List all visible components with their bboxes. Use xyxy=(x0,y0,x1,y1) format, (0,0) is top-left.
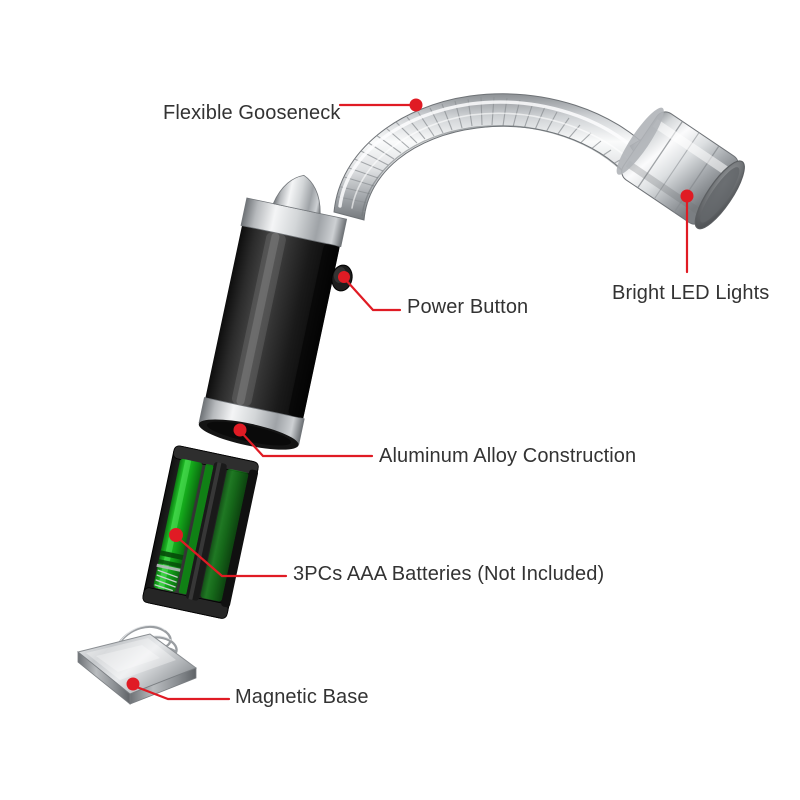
callout-label-power: Power Button xyxy=(407,296,529,318)
callout-label-battery: 3PCs AAA Batteries (Not Included) xyxy=(293,563,605,585)
leader-line-power xyxy=(343,277,402,312)
callout-marker-power xyxy=(338,271,350,283)
led-head xyxy=(616,107,745,230)
battery-holder xyxy=(142,445,259,619)
callout-leaders xyxy=(132,103,689,701)
magnetic-base xyxy=(76,625,198,705)
callout-marker-magnetic xyxy=(126,677,140,691)
leader-line-magnetic xyxy=(132,684,231,701)
callout-label-aluminum: Aluminum Alloy Construction xyxy=(379,445,637,467)
battery-spring-contact xyxy=(154,569,178,592)
flexible-gooseneck xyxy=(333,93,653,221)
callout-marker-led xyxy=(680,189,694,203)
callout-label-led: Bright LED Lights xyxy=(612,282,770,304)
leader-line-battery xyxy=(175,535,288,578)
callout-label-magnetic: Magnetic Base xyxy=(235,686,369,708)
callout-markers xyxy=(126,98,694,691)
callout-label-gooseneck: Flexible Gooseneck xyxy=(163,102,341,124)
leader-line-aluminum xyxy=(239,430,374,458)
callout-marker-gooseneck xyxy=(409,98,423,112)
callout-marker-battery xyxy=(169,528,183,542)
aluminum-handle-body xyxy=(198,174,348,450)
aaa-batteries xyxy=(153,458,249,602)
callout-marker-aluminum xyxy=(233,423,247,437)
